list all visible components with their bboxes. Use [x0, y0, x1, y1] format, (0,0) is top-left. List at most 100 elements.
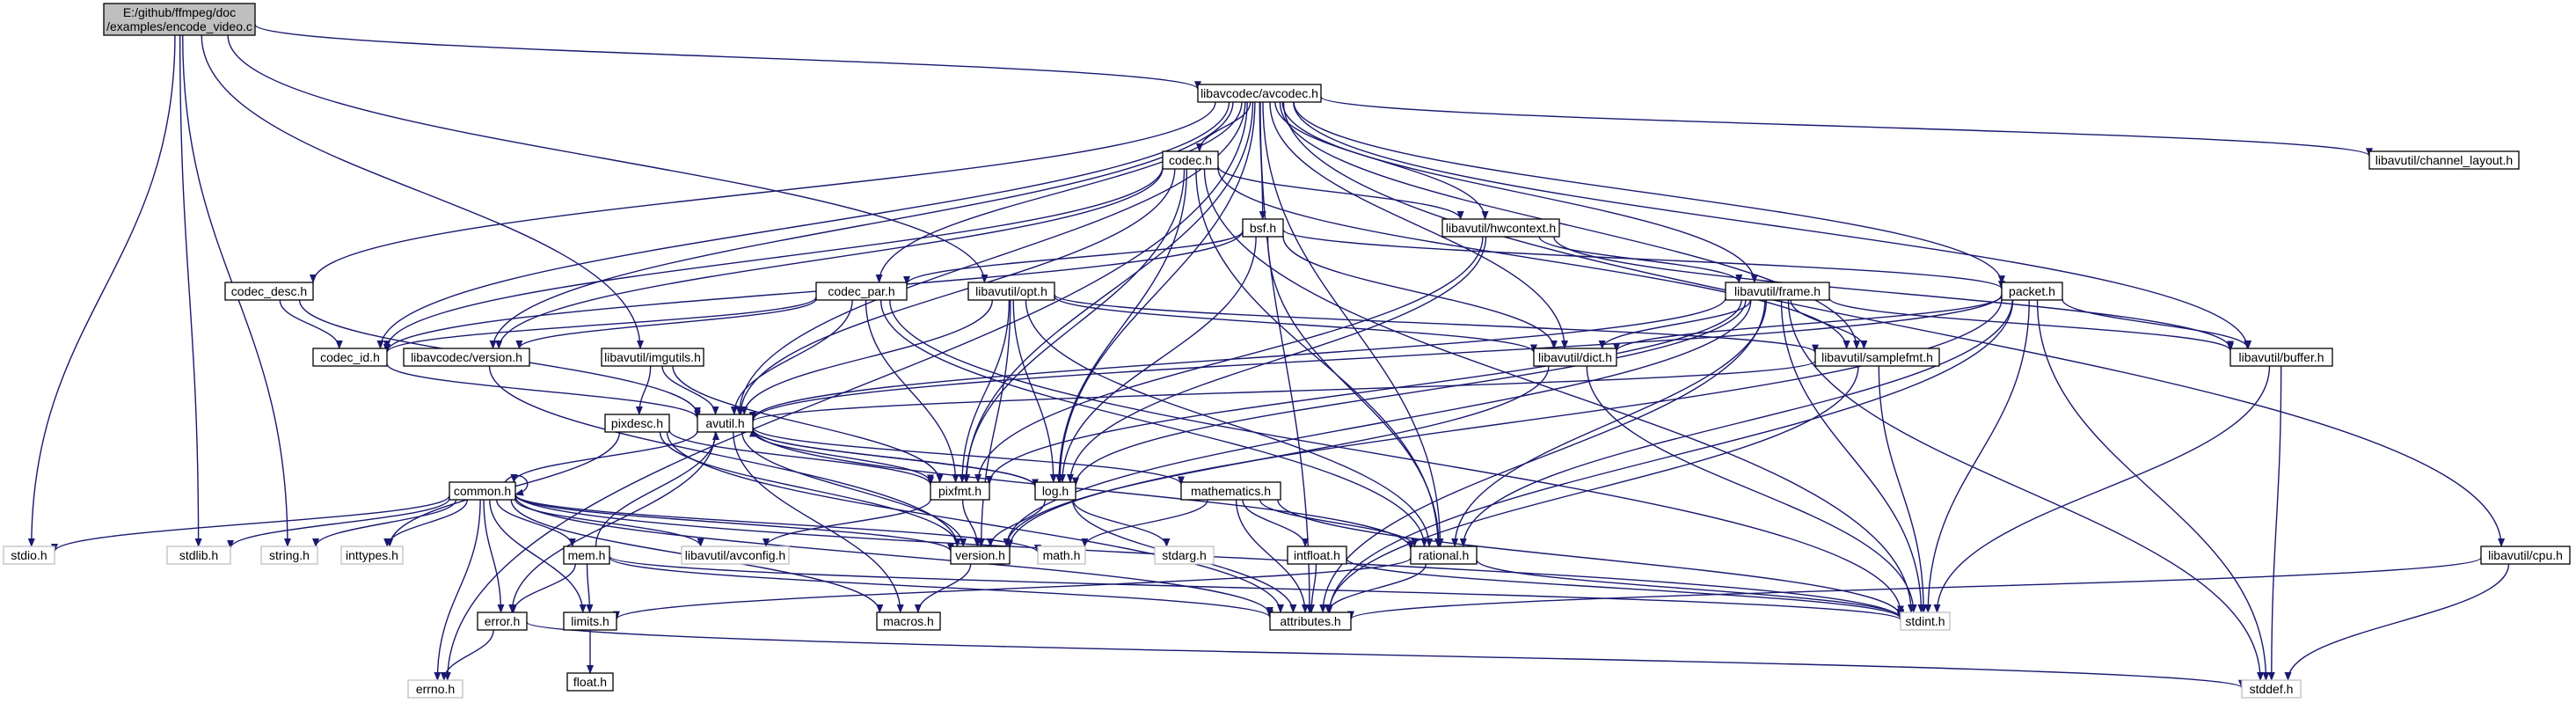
node-bsf[interactable]: bsf.h	[1242, 218, 1284, 238]
edge-avcodec-to-lcversion	[489, 101, 1234, 349]
node-limits[interactable]: limits.h	[563, 611, 617, 631]
node-samplefmt[interactable]: libavutil/samplefmt.h	[1814, 348, 1940, 367]
edge-packet-to-dict	[1613, 295, 2003, 353]
edge-version-to-macros	[914, 563, 972, 613]
node-attributes[interactable]: attributes.h	[1269, 611, 1352, 631]
edge-codec-to-stdint	[1203, 168, 1916, 613]
edge-mem-to-avutil	[595, 431, 719, 547]
node-pixfmt[interactable]: pixfmt.h	[930, 481, 990, 501]
node-mem[interactable]: mem.h	[563, 546, 610, 565]
node-hwctx[interactable]: libavutil/hwcontext.h	[1441, 218, 1560, 238]
node-mathematics[interactable]: mathematics.h	[1180, 481, 1281, 501]
node-codec_id[interactable]: codec_id.h	[312, 348, 388, 367]
edge-rational-to-stdint	[1476, 559, 1904, 619]
node-common[interactable]: common.h	[449, 481, 516, 501]
node-imgutils[interactable]: libavutil/imgutils.h	[601, 348, 704, 367]
node-box	[1034, 481, 1076, 501]
edge-log-to-version	[987, 499, 1046, 547]
edge-codec-to-avutil	[737, 168, 1176, 415]
node-dict[interactable]: libavutil/dict.h	[1533, 348, 1617, 367]
edge-packet-to-avutil	[749, 294, 2003, 421]
edge-root-to-imgutils	[201, 34, 644, 349]
edge-frame-to-stdint	[1780, 299, 1925, 613]
edge-packet-to-stdint	[1924, 299, 2030, 613]
node-float[interactable]: float.h	[566, 672, 614, 692]
edge-codec_par-to-pixfmt	[865, 299, 960, 483]
node-inttypes[interactable]: inttypes.h	[340, 546, 404, 565]
node-log[interactable]: log.h	[1034, 481, 1076, 501]
node-opt[interactable]: libavutil/opt.h	[967, 282, 1055, 301]
node-error[interactable]: error.h	[477, 611, 528, 631]
node-avutil[interactable]: avutil.h	[697, 414, 754, 433]
edge-mem-to-stdint	[609, 555, 1904, 621]
node-label: macros.h	[883, 614, 934, 628]
node-box	[477, 611, 528, 631]
node-codec_par[interactable]: codec_par.h	[815, 282, 908, 301]
node-version[interactable]: version.h	[950, 546, 1011, 565]
node-label: rational.h	[1419, 548, 1470, 562]
node-label: libavutil/avconfig.h	[685, 548, 785, 562]
node-intfloat[interactable]: intfloat.h	[1287, 546, 1347, 565]
edge-root-to-opt	[227, 34, 989, 283]
node-label: codec_par.h	[828, 284, 894, 298]
node-label: codec.h	[1169, 153, 1212, 167]
node-box	[1162, 150, 1219, 170]
edge-dict-to-stdint	[1586, 365, 1917, 613]
node-pixdesc[interactable]: pixdesc.h	[604, 414, 670, 433]
edge-avcodec-to-dict	[1269, 101, 1569, 349]
node-errno[interactable]: errno.h	[407, 679, 463, 699]
edge-bsf-to-rational	[1266, 236, 1442, 547]
edge-mem-to-attributes	[609, 556, 1273, 619]
node-math[interactable]: math.h	[1037, 546, 1086, 565]
node-cpu[interactable]: libavutil/cpu.h	[2480, 546, 2571, 565]
edge-avcodec-to-rational	[1262, 101, 1444, 547]
node-lcversion[interactable]: libavcodec/version.h	[403, 348, 530, 367]
edge-packet-to-attributes	[1325, 299, 2014, 613]
node-root[interactable]: E:/github/ffmpeg/doc/examples/encode_vid…	[103, 3, 256, 36]
node-label: libavutil/cpu.h	[2488, 548, 2563, 562]
node-box	[166, 546, 231, 565]
node-packet[interactable]: packet.h	[2001, 282, 2063, 301]
node-label: /examples/encode_video.c	[106, 19, 252, 33]
node-stdint[interactable]: stdint.h	[1900, 611, 1951, 631]
node-label: mem.h	[568, 548, 606, 562]
node-label: errno.h	[416, 682, 455, 696]
node-label: libavutil/channel_layout.h	[2375, 153, 2513, 167]
node-string[interactable]: string.h	[260, 546, 318, 565]
node-rational[interactable]: rational.h	[1410, 546, 1478, 565]
node-stdio[interactable]: stdio.h	[3, 546, 55, 565]
node-stddef[interactable]: stddef.h	[2241, 679, 2302, 699]
node-chlayout[interactable]: libavutil/channel_layout.h	[2368, 150, 2520, 170]
node-avconfig[interactable]: libavutil/avconfig.h	[681, 546, 790, 565]
node-label: attributes.h	[1280, 614, 1340, 628]
node-box	[950, 546, 1011, 565]
node-stdarg[interactable]: stdarg.h	[1154, 546, 1215, 565]
node-avcodec[interactable]: libavcodec/avcodec.h	[1197, 84, 1322, 103]
edge-avcodec-to-codec_par	[875, 101, 1243, 283]
node-codec[interactable]: codec.h	[1162, 150, 1219, 170]
node-label: libavcodec/version.h	[411, 350, 522, 364]
node-box	[1725, 282, 1830, 301]
edge-opt-to-version	[977, 299, 1011, 547]
node-macros[interactable]: macros.h	[876, 611, 941, 631]
node-frame[interactable]: libavutil/frame.h	[1725, 282, 1830, 301]
edge-opt-to-pixfmt	[959, 299, 1011, 483]
node-box	[224, 282, 314, 301]
node-box	[1269, 611, 1352, 631]
node-label: packet.h	[2009, 284, 2055, 298]
edge-hwctx-to-log	[1066, 236, 1487, 483]
edge-mem-to-limits	[586, 563, 594, 613]
node-label: pixdesc.h	[611, 416, 663, 430]
node-box	[2480, 546, 2571, 565]
edge-avcodec-to-codec_desc	[310, 101, 1216, 284]
edge-common-to-error	[483, 499, 505, 613]
node-buffer[interactable]: libavutil/buffer.h	[2229, 348, 2333, 367]
edge-bsf-to-packet	[1282, 229, 2005, 290]
node-stdlib[interactable]: stdlib.h	[166, 546, 231, 565]
edge-avcodec-to-chlayout	[1320, 96, 2373, 157]
edge-avutil-to-macros	[733, 431, 904, 613]
node-label: stdio.h	[11, 548, 47, 562]
node-label: libavutil/dict.h	[1538, 350, 1612, 364]
edge-packet-to-rational	[1459, 299, 2013, 547]
node-codec_desc[interactable]: codec_desc.h	[224, 282, 314, 301]
